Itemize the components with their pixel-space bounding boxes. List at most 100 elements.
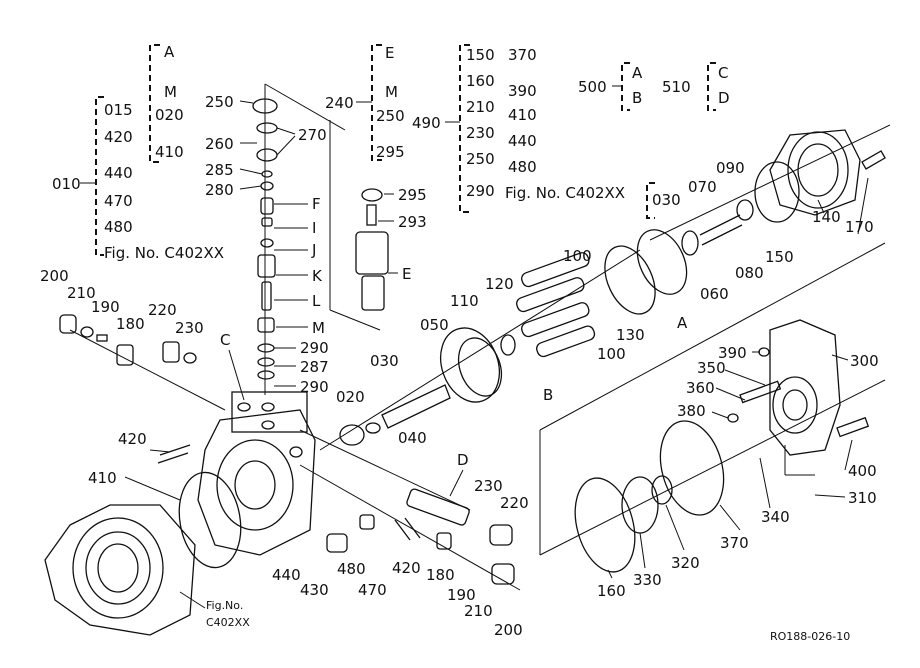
label-030: 030 [370,352,399,370]
gear-case-140 [754,129,886,223]
label-L: L [312,292,321,310]
label-230: 230 [175,319,204,337]
label-230: 230 [466,124,495,142]
cylinder-pistons [516,199,754,358]
label-430: 430 [300,581,329,599]
pump-housing [197,391,316,556]
label-440: 440 [272,566,301,584]
label-A: A [632,64,643,82]
label-150: 150 [466,46,495,64]
label-C: C [220,331,230,349]
label-420: 420 [104,128,133,146]
label-160: 160 [597,582,626,600]
label-M: M [312,319,325,337]
label-380: 380 [677,402,706,420]
label-180: 180 [116,315,145,333]
label-D: D [718,89,730,107]
leader-lines [124,100,869,609]
label-B: B [543,386,553,404]
label-250: 250 [376,107,405,125]
label-150: 150 [765,248,794,266]
label-F: F [312,195,321,213]
label-070: 070 [688,178,717,196]
label-260: 260 [205,135,234,153]
label-180: 180 [426,566,455,584]
label-390: 390 [508,82,537,100]
label-285: 285 [205,161,234,179]
label-370: 370 [508,46,537,64]
label-480: 480 [337,560,366,578]
label-360: 360 [686,379,715,397]
label-B: B [632,89,642,107]
fig-no-label: Fig. No. C402XX [505,184,625,202]
label-C: C [718,64,728,82]
center-lines [69,83,891,591]
label-470: 470 [358,581,387,599]
label-220: 220 [148,301,177,319]
label-230: 230 [474,477,503,495]
label-300: 300 [850,352,879,370]
label-M: M [385,83,398,101]
label-320: 320 [671,554,700,572]
label-500: 500 [578,78,607,96]
label-160: 160 [466,72,495,90]
bracket-group-240 [356,44,382,161]
o-ring-410 [178,471,242,569]
label-010: 010 [52,175,81,193]
label-480: 480 [508,158,537,176]
seals-lower-right [574,420,725,573]
relief-valve-E [355,188,389,311]
fig-no-label: Fig. No. C402XX [104,244,224,262]
label-040: 040 [398,429,427,447]
label-200: 200 [494,621,523,639]
label-A: A [164,43,175,61]
label-220: 220 [500,494,529,512]
label-330: 330 [633,571,662,589]
label-K: K [312,267,323,285]
label-030: 030 [652,191,681,209]
label-A: A [677,314,688,332]
label-295: 295 [398,186,427,204]
label-400: 400 [848,462,877,480]
label-410: 410 [155,143,184,161]
label-250: 250 [466,150,495,168]
label-J: J [311,241,316,259]
label-120: 120 [485,275,514,293]
label-M: M [164,83,177,101]
label-020: 020 [336,388,365,406]
bracket-group-500 [612,62,716,219]
label-295: 295 [376,143,405,161]
label-E: E [402,265,411,283]
label-080: 080 [735,264,764,282]
label-480: 480 [104,218,133,236]
label-510: 510 [662,78,691,96]
label-250: 250 [205,93,234,111]
label-420: 420 [392,559,421,577]
label-130: 130 [616,326,645,344]
fig-no-label: Fig.No. [206,599,243,612]
part-labels: 010 015 420 440 470 480 Fig. No. C402XX … [40,43,879,643]
label-420: 420 [118,430,147,448]
plugs-left [59,314,515,585]
label-390: 390 [718,344,747,362]
label-293: 293 [398,213,427,231]
label-090: 090 [716,159,745,177]
bracket-group-010 [80,44,160,256]
flange-410 [44,504,196,636]
label-190: 190 [91,298,120,316]
label-290: 290 [466,182,495,200]
label-440: 440 [104,164,133,182]
label-470: 470 [104,192,133,210]
fig-no-value: C402XX [206,616,250,629]
label-050: 050 [420,316,449,334]
label-340: 340 [761,508,790,526]
label-060: 060 [700,285,729,303]
label-280: 280 [205,181,234,199]
label-190: 190 [447,586,476,604]
shaft-assembly [339,327,516,446]
label-100: 100 [563,247,592,265]
label-410: 410 [88,469,117,487]
label-290: 290 [300,339,329,357]
label-020: 020 [155,106,184,124]
